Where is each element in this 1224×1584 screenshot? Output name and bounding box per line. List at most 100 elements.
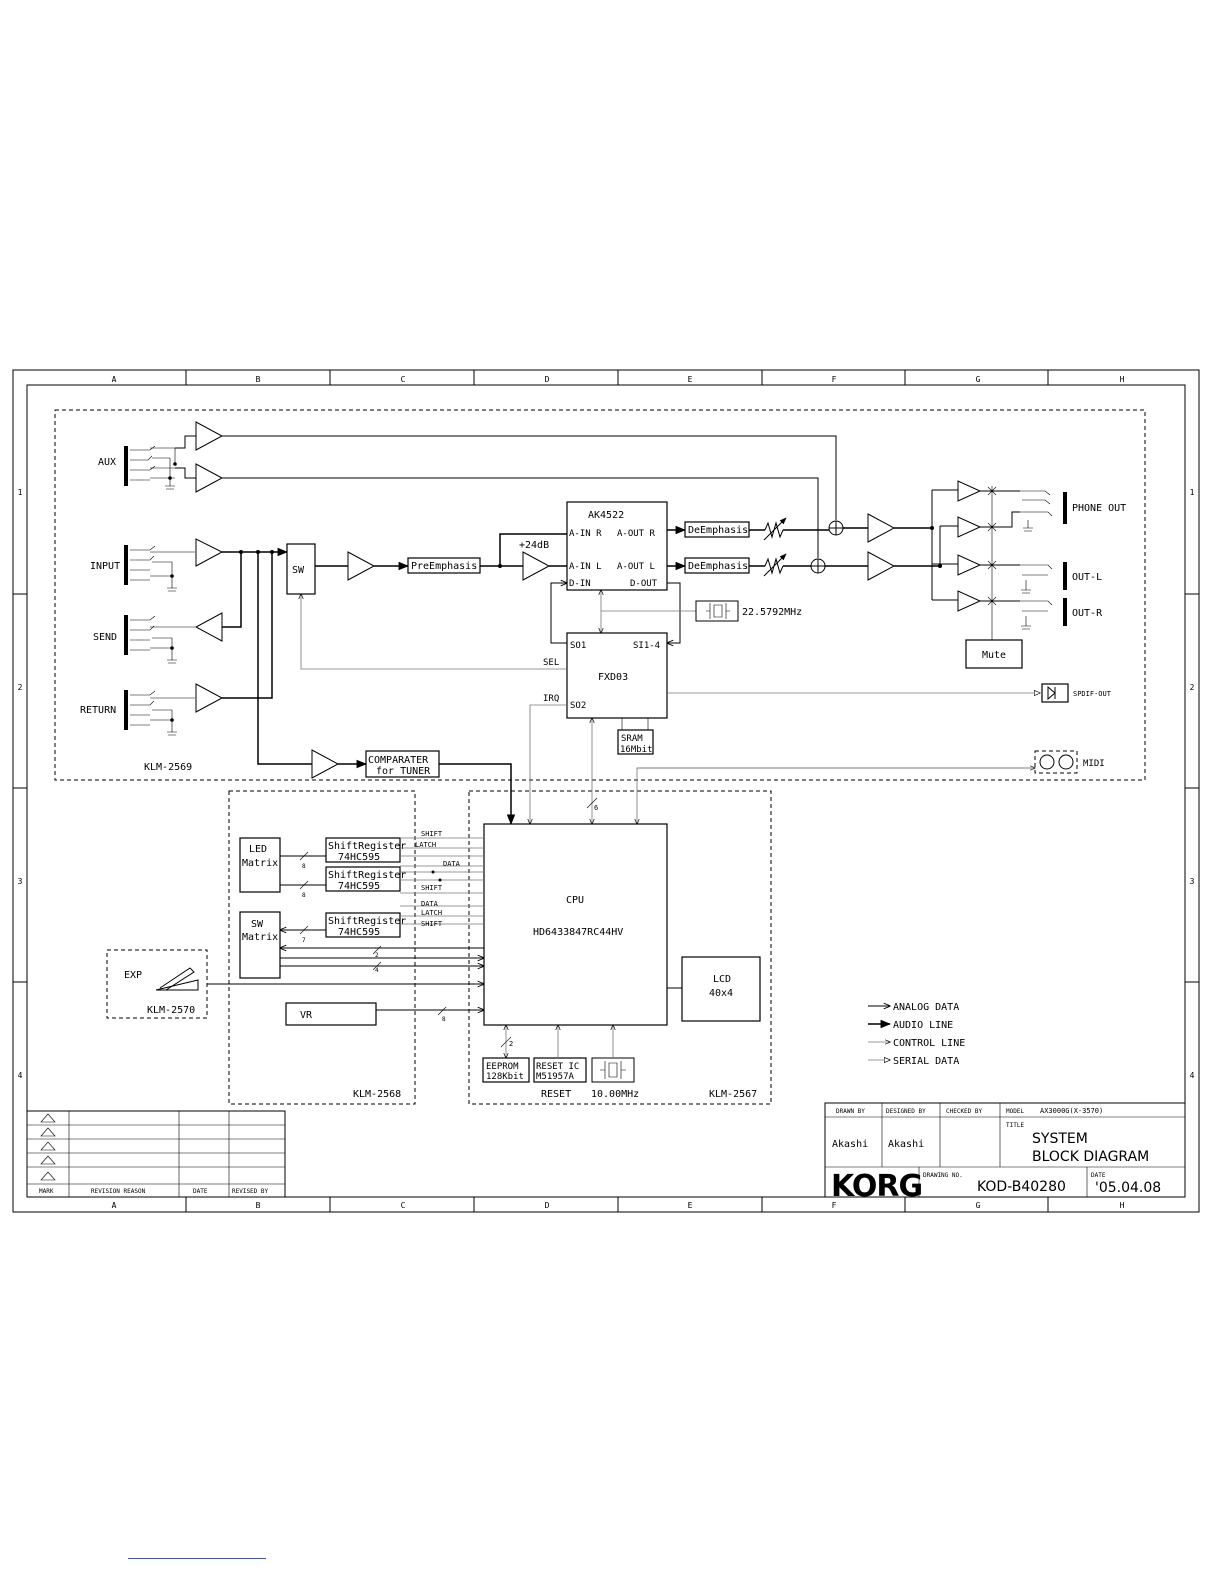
dsp-sel: SEL (543, 658, 559, 668)
dsp-fxd03 (566, 632, 668, 719)
send-amp (194, 612, 223, 642)
shift-register-3 (325, 912, 401, 938)
codec-aout-l: A-OUT L (617, 562, 655, 572)
dsp-so1: SO1 (570, 641, 586, 651)
lcd-block (681, 956, 761, 1022)
cpu-label-2: HD6433847RC44HV (533, 927, 623, 938)
return-label: RETURN (80, 705, 116, 716)
aux-jack (124, 445, 177, 490)
return-jack (124, 690, 195, 736)
out-l-label: OUT-L (1072, 572, 1102, 583)
sr3-latch-label: LATCH (421, 909, 442, 917)
send-label: SEND (93, 632, 117, 643)
reset-ic-label-2: M51957A (536, 1072, 575, 1082)
legend-control-line: CONTROL LINE (893, 1038, 965, 1049)
output-bus (931, 489, 958, 601)
codec-ak4522 (566, 501, 668, 591)
dsp-irq: IRQ (543, 694, 559, 704)
shift-register-2 (325, 866, 401, 892)
sw-bus-width: 7 (302, 937, 306, 944)
comparator-label-2: for TUNER (376, 766, 431, 777)
revision-table: MARK REVISION REASON DATE REVISED BY (26, 1110, 286, 1198)
date-value: '05.04.08 (1095, 1180, 1161, 1196)
output-amp-r (867, 513, 896, 543)
reset-label: RESET (541, 1089, 571, 1100)
row-label-2: 2 (1190, 683, 1195, 692)
eeprom-label-1: EEPROM (486, 1062, 519, 1072)
spdif-out-connector (1041, 683, 1069, 703)
comparator-amp (311, 749, 340, 779)
aux-left-wire (175, 435, 196, 449)
drawn-by-value: Akashi (832, 1139, 868, 1150)
col-label-h: H (1120, 1201, 1125, 1210)
legend-analog-data: ANALOG DATA (893, 1002, 959, 1013)
sw-label: SW (292, 565, 305, 576)
title-line-1: SYSTEM (1032, 1131, 1088, 1147)
col-label-f: F (832, 1201, 837, 1210)
deemphasis-l-label: DeEmphasis (688, 561, 748, 572)
summing-node-l (810, 558, 826, 574)
col-label-d: D (545, 375, 550, 384)
sram-block (617, 729, 654, 755)
codec-dout: D-OUT (630, 579, 658, 589)
return-amp (195, 683, 224, 713)
crystal-main-icon (695, 600, 739, 622)
title-line-2: BLOCK DIAGRAM (1032, 1149, 1149, 1165)
legend: ANALOG DATA AUDIO LINE CONTROL LINE SERI… (868, 1002, 965, 1067)
aux-amp-2 (195, 463, 224, 493)
shift-register-2-label: ShiftRegister (328, 870, 406, 881)
gain-label: +24dB (519, 540, 549, 551)
sel-control (301, 594, 567, 670)
dsp-to-codec-din (550, 583, 567, 644)
main-amp (347, 551, 376, 581)
revision-mark-header: MARK (39, 1188, 54, 1195)
pre-emphasis-label: PreEmphasis (411, 561, 477, 572)
comparator-block (365, 750, 440, 778)
deemphasis-r-label: DeEmphasis (688, 525, 748, 536)
led-matrix-block (239, 837, 281, 893)
title-label: TITLE (1006, 1122, 1024, 1129)
input-jack (124, 545, 195, 592)
board-klm-2568-outline (228, 790, 416, 1105)
board-klm-2570-label: KLM-2570 (147, 1005, 195, 1016)
shift-register-1 (325, 837, 401, 863)
aux-label: AUX (98, 457, 116, 468)
vr-bus-width: 8 (442, 1016, 446, 1023)
col-label-c: C (401, 375, 406, 384)
midi-label: MIDI (1083, 759, 1105, 769)
drawing-no-value: KOD-B40280 (977, 1179, 1066, 1195)
board-klm-2569-label: KLM-2569 (144, 762, 192, 773)
page-footer-link[interactable] (128, 1558, 266, 1559)
out-l-jack (1020, 562, 1067, 594)
output-amp-l (867, 551, 896, 581)
midi-connector (1034, 750, 1078, 774)
out-amp-4 (957, 590, 982, 612)
aux-to-mixer-l (222, 477, 819, 558)
col-label-g: G (976, 375, 981, 384)
send-feed (222, 552, 242, 628)
board-klm-2568-label: KLM-2568 (353, 1089, 401, 1100)
sr-data-label: DATA (443, 860, 461, 868)
checked-by-label: CHECKED BY (946, 1108, 983, 1115)
codec-ain-l: A-IN L (569, 562, 602, 572)
reset-ic-block (533, 1057, 587, 1083)
cpu-block (483, 823, 668, 1026)
reset-ic-label-1: RESET IC (536, 1062, 579, 1072)
input-amp (195, 538, 224, 567)
row-label-4: 4 (18, 1071, 23, 1080)
row-label-1: 1 (1190, 488, 1195, 497)
revision-date-header: DATE (193, 1188, 208, 1195)
out-amp-1 (957, 480, 982, 502)
codec-ain-r: A-IN R (569, 529, 602, 539)
board-klm-2567-label: KLM-2567 (709, 1089, 757, 1100)
revision-by-header: REVISED BY (232, 1188, 269, 1195)
crystal-cpu-icon (591, 1057, 635, 1083)
return-to-sw (222, 552, 273, 699)
sr1-latch-label: LATCH (415, 841, 436, 849)
send-jack (124, 615, 195, 664)
aux-to-mixer-r (222, 435, 837, 520)
sw-bus-width-2: 2 (375, 952, 379, 959)
drawing-no-label: DRAWING NO. (923, 1172, 963, 1179)
date-label: DATE (1091, 1172, 1106, 1179)
title-block: DRAWN BY DESIGNED BY CHECKED BY MODEL AX… (824, 1102, 1186, 1204)
